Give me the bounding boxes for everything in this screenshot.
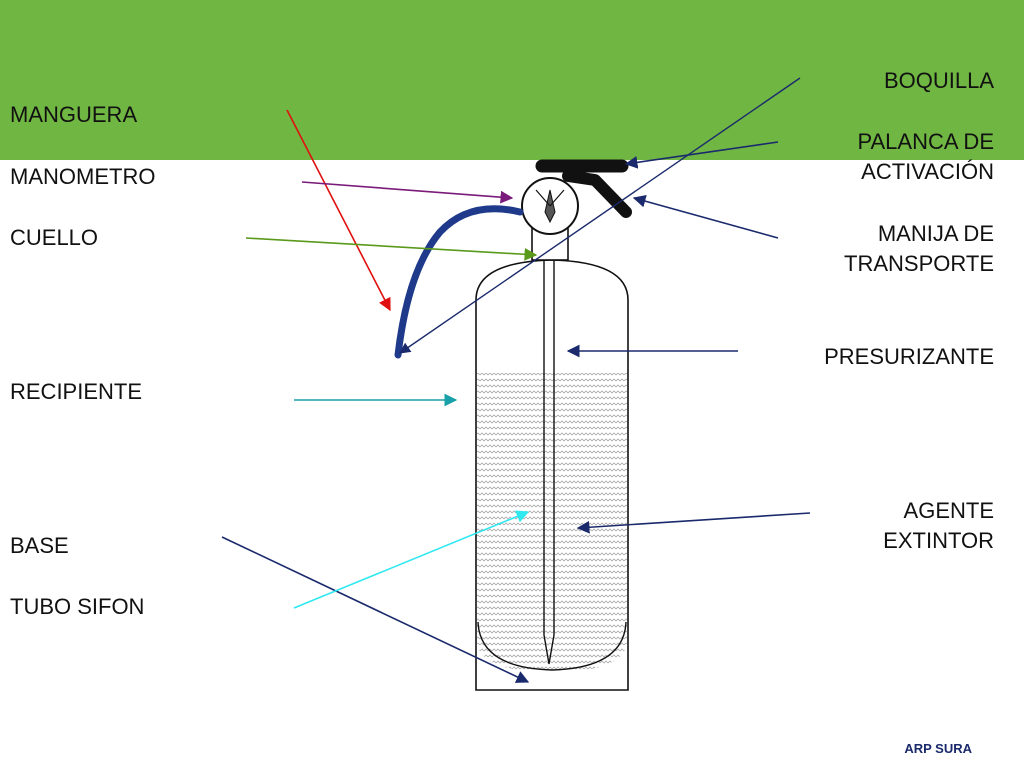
label-agente-line2: EXTINTOR bbox=[883, 528, 994, 553]
extinguisher-body bbox=[394, 159, 632, 691]
label-tubo-sifon: TUBO SIFON bbox=[10, 594, 145, 619]
label-agente-line1: AGENTE bbox=[903, 498, 994, 523]
extinguishing-agent-fill bbox=[477, 373, 627, 672]
arrow-tubo-sifon bbox=[293, 510, 530, 609]
arrow-boquilla bbox=[399, 77, 801, 354]
title-banner bbox=[0, 0, 1024, 160]
label-cuello: CUELLO bbox=[10, 225, 99, 250]
label-palanca-line1: PALANCA DE bbox=[857, 129, 994, 154]
arrow-agente bbox=[576, 512, 811, 534]
label-boquilla: BOQUILLA bbox=[883, 68, 994, 93]
arrow-manguera bbox=[286, 109, 391, 312]
footer-brand: ARP SURA bbox=[904, 741, 972, 756]
arrow-palanca bbox=[624, 141, 779, 169]
label-recipiente: RECIPIENTE bbox=[10, 379, 143, 404]
arrow-cuello bbox=[245, 237, 538, 261]
label-presurizante: PRESURIZANTE bbox=[824, 344, 994, 369]
label-manija-line1: MANIJA DE bbox=[877, 221, 994, 246]
base-curve bbox=[477, 621, 627, 671]
arrow-manija bbox=[632, 194, 779, 239]
label-manometro: MANOMETRO bbox=[10, 164, 156, 189]
pointer-arrows bbox=[221, 77, 811, 683]
arrow-base bbox=[221, 536, 530, 683]
label-manija-line2: TRANSPORTE bbox=[844, 251, 994, 276]
arrow-manometro bbox=[301, 181, 514, 204]
label-manguera: MANGUERA bbox=[10, 102, 138, 127]
hose bbox=[394, 205, 524, 359]
siphon-tube bbox=[543, 258, 555, 665]
carry-handle bbox=[562, 170, 632, 218]
label-base: BASE bbox=[10, 533, 69, 558]
label-palanca-line2: ACTIVACIÓN bbox=[861, 159, 994, 184]
